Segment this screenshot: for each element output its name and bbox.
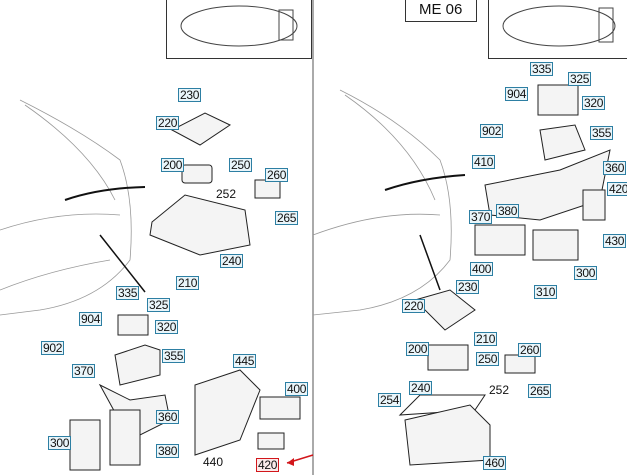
callout-240[interactable]: 240 xyxy=(409,381,433,395)
section-title-box: ME 06 xyxy=(405,0,477,22)
callout-410[interactable]: 410 xyxy=(472,155,496,169)
callout-230[interactable]: 230 xyxy=(456,280,480,294)
callout-325[interactable]: 325 xyxy=(147,298,171,312)
callout-325[interactable]: 325 xyxy=(568,72,592,86)
parts-left xyxy=(69,112,301,471)
callout-210[interactable]: 210 xyxy=(474,332,498,346)
callout-430[interactable]: 430 xyxy=(603,234,627,248)
callout-265[interactable]: 265 xyxy=(528,384,552,398)
callout-370[interactable]: 370 xyxy=(469,210,493,224)
callout-240[interactable]: 240 xyxy=(220,254,244,268)
callout-420[interactable]: 420 xyxy=(607,182,627,196)
callout-254[interactable]: 254 xyxy=(378,393,402,407)
callout-355[interactable]: 355 xyxy=(590,126,614,140)
callout-360[interactable]: 360 xyxy=(603,161,627,175)
callout-220[interactable]: 220 xyxy=(156,116,180,130)
callout-310[interactable]: 310 xyxy=(534,285,558,299)
callout-260[interactable]: 260 xyxy=(518,343,542,357)
callout-400[interactable]: 400 xyxy=(285,382,309,396)
car-rear-outline-left xyxy=(0,99,132,316)
label-252: 252 xyxy=(216,187,237,201)
callout-260[interactable]: 260 xyxy=(265,168,289,182)
label-440: 440 xyxy=(203,455,224,469)
callout-320[interactable]: 320 xyxy=(582,96,606,110)
callout-200[interactable]: 200 xyxy=(161,158,185,172)
callout-460[interactable]: 460 xyxy=(483,456,507,470)
callout-200[interactable]: 200 xyxy=(406,342,430,356)
callout-210[interactable]: 210 xyxy=(176,276,200,290)
trunk-arrow-right xyxy=(384,174,466,191)
car-location-inset-left xyxy=(166,0,312,59)
callout-400[interactable]: 400 xyxy=(470,262,494,276)
parts-right xyxy=(398,84,611,466)
callout-320[interactable]: 320 xyxy=(155,320,179,334)
car-rear-outline-right xyxy=(312,89,452,316)
callout-360[interactable]: 360 xyxy=(156,410,180,424)
callout-250[interactable]: 250 xyxy=(476,352,500,366)
callout-904[interactable]: 904 xyxy=(505,87,529,101)
callout-902[interactable]: 902 xyxy=(480,124,504,138)
callout-445[interactable]: 445 xyxy=(233,354,257,368)
callout-230[interactable]: 230 xyxy=(178,88,202,102)
callout-355[interactable]: 355 xyxy=(162,349,186,363)
section-title: ME 06 xyxy=(419,1,463,18)
car-location-inset-right xyxy=(488,0,627,59)
trunk-arrow-left xyxy=(64,186,146,201)
callout-335[interactable]: 335 xyxy=(530,62,554,76)
callout-380[interactable]: 380 xyxy=(496,204,520,218)
callout-300[interactable]: 300 xyxy=(574,266,598,280)
callout-370[interactable]: 370 xyxy=(72,364,96,378)
callout-300[interactable]: 300 xyxy=(48,436,72,450)
callout-380[interactable]: 380 xyxy=(156,444,180,458)
label-252: 252 xyxy=(489,383,510,397)
callout-250[interactable]: 250 xyxy=(229,158,253,172)
callout-904[interactable]: 904 xyxy=(79,312,103,326)
callout-265[interactable]: 265 xyxy=(275,211,299,225)
callout-420-highlighted[interactable]: 420 xyxy=(256,458,280,472)
callout-335[interactable]: 335 xyxy=(116,286,140,300)
callout-902[interactable]: 902 xyxy=(41,341,65,355)
callout-220[interactable]: 220 xyxy=(402,299,426,313)
